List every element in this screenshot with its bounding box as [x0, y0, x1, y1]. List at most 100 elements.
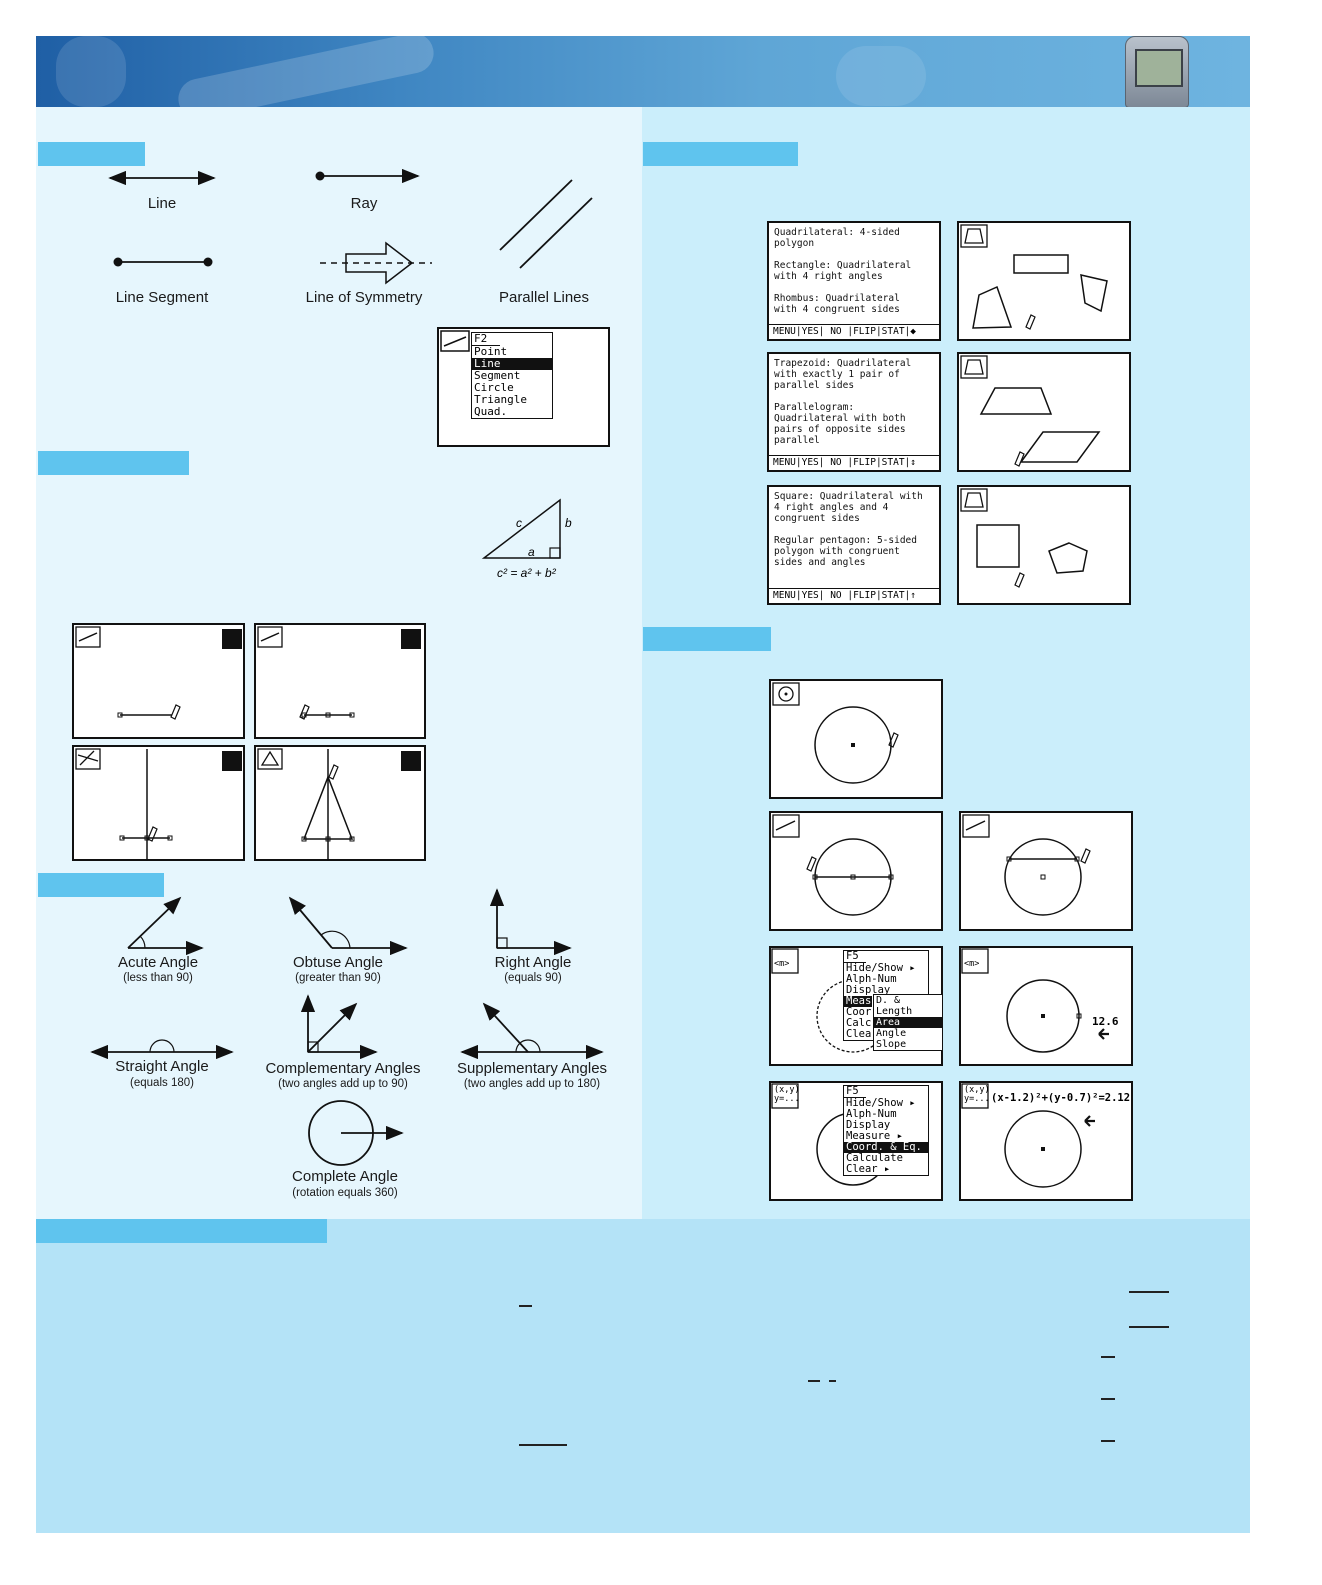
coordinate-icon-label: (x,y) y=...: [964, 1085, 990, 1104]
label-ray: Ray: [350, 195, 378, 212]
section-tab-triangles: [38, 451, 189, 475]
label-complementary-angles: Complementary Angles: [265, 1060, 421, 1077]
coord-menu-screen: (x,y) y=... F5 Hide/Show ▸ Alph-Num Disp…: [769, 1081, 943, 1201]
measure-icon-label: <m>: [964, 959, 980, 969]
fraction-bar: [1101, 1356, 1115, 1358]
section-tab-formulas: [36, 1219, 327, 1243]
coordinate-tool-icon: [961, 1083, 989, 1109]
f5-menu-item[interactable]: Hide/Show ▸: [846, 962, 916, 974]
f5-menu-item-coord-eq[interactable]: Coord. & Eq.: [844, 1142, 928, 1153]
section-tab-circles: [643, 627, 771, 651]
f5-menu-item[interactable]: Measure ▸: [846, 1130, 903, 1142]
f5-menu-item[interactable]: Alph-Num: [846, 973, 897, 985]
submenu-item-length[interactable]: D. & Length: [876, 995, 913, 1017]
arrow-left-icon: [1084, 1115, 1095, 1127]
f2-menu-item-segment[interactable]: Segment: [474, 369, 521, 382]
pencil-cursor-icon: [1014, 572, 1025, 588]
section-tab-quadrilaterals: [643, 142, 798, 166]
pencil-cursor-icon: [147, 826, 158, 842]
f2-menu-item-circle[interactable]: Circle: [474, 381, 514, 394]
definition-text: Square: Quadrilateral with 4 right angle…: [774, 491, 923, 568]
f5-menu-item[interactable]: Calculate: [846, 1152, 903, 1164]
sub-complete-angle: (rotation equals 360): [292, 1187, 398, 1199]
circle-draw-screen: [769, 679, 943, 799]
area-result-screen: <m> 12.6: [959, 946, 1133, 1066]
quadrilateral-tool-icon: [960, 224, 988, 248]
quad-definitions-screen-3: Square: Quadrilateral with 4 right angle…: [767, 485, 941, 605]
side-label-c: c: [516, 516, 522, 530]
side-label-b: b: [565, 516, 572, 530]
sub-right-angle: (equals 90): [504, 972, 562, 984]
fraction-bar: [519, 1444, 567, 1446]
supplementary-angles-figure: [460, 1002, 604, 1060]
measure-tool-icon: [771, 948, 799, 974]
busy-indicator-icon: [222, 629, 242, 649]
perpendicular-tool-icon: [75, 748, 101, 770]
chord-screen: [959, 811, 1133, 931]
submenu-item-angle[interactable]: Angle: [876, 1028, 907, 1039]
submenu-item-slope[interactable]: Slope: [876, 1039, 907, 1050]
quad-definitions-screen-1: Quadrilateral: 4-sided polygon Rectangle…: [767, 221, 941, 341]
measure-tool-icon: [961, 948, 989, 974]
midpoint-construction-screen: [254, 623, 426, 739]
definition-text: Trapezoid: Quadrilateral with exactly 1 …: [774, 358, 912, 446]
label-supplementary-angles: Supplementary Angles: [456, 1060, 608, 1077]
pencil-cursor-icon: [328, 764, 339, 780]
acute-angle-figure: [127, 896, 204, 956]
measure-submenu: D. & Length Area Angle Slope: [873, 994, 943, 1051]
f2-menu-item-line[interactable]: Line: [472, 358, 552, 370]
right-angle-figure: [489, 888, 572, 956]
label-complete-angle: Complete Angle: [292, 1168, 398, 1185]
definition-text: Quadrilateral: 4-sided polygon Rectangle…: [774, 227, 912, 315]
segment-construction-screen: [72, 623, 245, 739]
straight-angle-figure: [90, 1039, 234, 1060]
label-acute-angle: Acute Angle: [117, 954, 199, 971]
f5-menu-item-measure[interactable]: Meas: [844, 995, 872, 1007]
area-value: 12.6: [1092, 1015, 1119, 1028]
quad-drawing-screen-1: [957, 221, 1131, 341]
f5-menu-item[interactable]: Display: [846, 1119, 891, 1131]
f5-menu-item[interactable]: Alph-Num: [846, 1108, 897, 1120]
f5-menu-item[interactable]: Calc: [846, 1017, 872, 1029]
segment-tool-icon: [962, 814, 990, 838]
pythagorean-formula: c² = a² + b²: [497, 566, 556, 580]
arrow-left-icon: [1098, 1028, 1109, 1040]
submenu-item-area[interactable]: Area: [874, 1017, 942, 1028]
f5-menu-item[interactable]: Display: [846, 984, 891, 996]
f5-menu-item[interactable]: Coor: [846, 1006, 872, 1018]
diameter-screen: [769, 811, 943, 931]
perpendicular-bisector-screen: [72, 745, 245, 861]
banner-decoration: [56, 36, 126, 107]
quadrilateral-tool-icon: [960, 488, 988, 512]
parallel-line: [499, 179, 573, 251]
fraction-bar: [1129, 1291, 1169, 1293]
flashcard-menu-bar[interactable]: MENU|YES| NO |FLIP|STAT|◆: [769, 324, 939, 339]
flashcard-menu-bar[interactable]: MENU|YES| NO |FLIP|STAT|↑: [769, 588, 939, 603]
busy-indicator-icon: [401, 751, 421, 771]
f5-menu-header: F5: [844, 951, 866, 963]
complete-angle-figure: [308, 1100, 404, 1166]
section-tab-lines: [38, 142, 145, 166]
banner-decoration: [836, 46, 926, 106]
f5-menu-item[interactable]: Clear ▸: [846, 1163, 891, 1175]
segment-tool-icon: [75, 626, 101, 648]
pencil-cursor-icon: [1014, 451, 1025, 467]
f2-menu-item-triangle[interactable]: Triangle: [474, 393, 527, 406]
pencil-cursor-icon: [806, 856, 817, 872]
f5-menu-item[interactable]: Hide/Show ▸: [846, 1097, 916, 1109]
circle-tool-icon: [772, 682, 800, 706]
side-label-a: a: [528, 545, 535, 559]
flashcard-menu-bar[interactable]: MENU|YES| NO |FLIP|STAT|↕: [769, 455, 939, 470]
busy-indicator-icon: [222, 751, 242, 771]
f2-menu-item-point[interactable]: Point: [474, 345, 508, 358]
pencil-cursor-icon: [1025, 314, 1036, 330]
f5-menu-item[interactable]: Clea: [846, 1028, 872, 1040]
f2-menu-header: F2: [472, 333, 500, 346]
obtuse-angle-figure: [288, 896, 408, 956]
quad-drawing-screen-3: [957, 485, 1131, 605]
f2-menu-item-quad[interactable]: Quad.: [474, 405, 508, 418]
segment-tool-icon: [257, 626, 283, 648]
fraction-bar: [519, 1305, 532, 1307]
